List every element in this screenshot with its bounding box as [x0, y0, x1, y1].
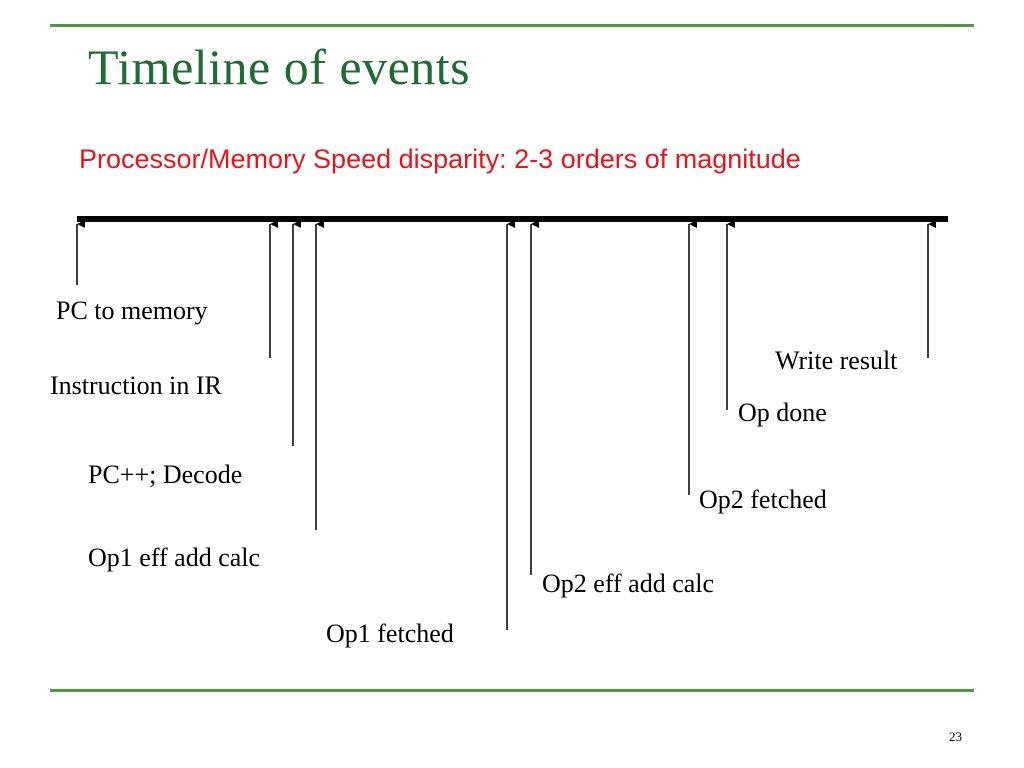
slide-subtitle: Processor/Memory Speed disparity: 2-3 or…	[79, 144, 801, 174]
label-op1-fetched: Op1 fetched	[326, 619, 454, 648]
label-op1-eff-add-calc: Op1 eff add calc	[88, 543, 261, 572]
label-op2-eff-add-calc: Op2 eff add calc	[542, 569, 715, 598]
page-number: 23	[949, 729, 962, 744]
label-write-result: Write result	[775, 346, 898, 375]
label-op-done: Op done	[738, 398, 827, 427]
top-divider	[50, 24, 974, 27]
label-pc-decode: PC++; Decode	[88, 460, 243, 489]
slide-title: Timeline of events	[88, 39, 471, 95]
bottom-divider	[50, 689, 974, 692]
label-instruction-in-ir: Instruction in IR	[50, 371, 222, 400]
label-op2-fetched: Op2 fetched	[699, 485, 827, 514]
label-pc-to-memory: PC to memory	[56, 296, 208, 325]
